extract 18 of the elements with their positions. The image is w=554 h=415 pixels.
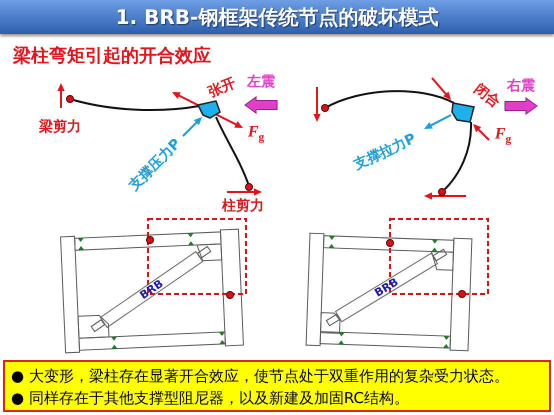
seismic-direction-label: 右震 (507, 78, 535, 94)
joint-state-label: 张开 (206, 75, 238, 101)
bullet-text: ● 同样存在于其他支撑型阻尼器，以及新建及加固RC结构。 (11, 388, 410, 409)
section-heading: 梁柱弯矩引起的开合效应 (13, 46, 211, 68)
force-label: 支撑拉力P (352, 130, 418, 174)
bullet-text: ● 大变形，梁柱存在显著开合效应，使节点处于双重作用的复杂受力状态。 (11, 366, 509, 387)
force-label: F$_{g}$ (494, 125, 512, 147)
force-label: 支撑压力P (126, 136, 184, 194)
slide-title: 1. BRB-钢框架传统节点的破坏模式 (116, 5, 438, 29)
force-label: 梁剪力 (39, 118, 81, 136)
brace-label: BRB (372, 276, 400, 299)
joint-state-label: 闭合 (471, 81, 503, 111)
force-label: F$_{g}$ (248, 123, 264, 145)
note-box (3, 360, 551, 412)
seismic-direction-label: 左震 (247, 74, 275, 90)
force-label: 柱剪力 (222, 198, 264, 214)
brace-tube (334, 252, 438, 322)
brace-tube (99, 250, 203, 328)
